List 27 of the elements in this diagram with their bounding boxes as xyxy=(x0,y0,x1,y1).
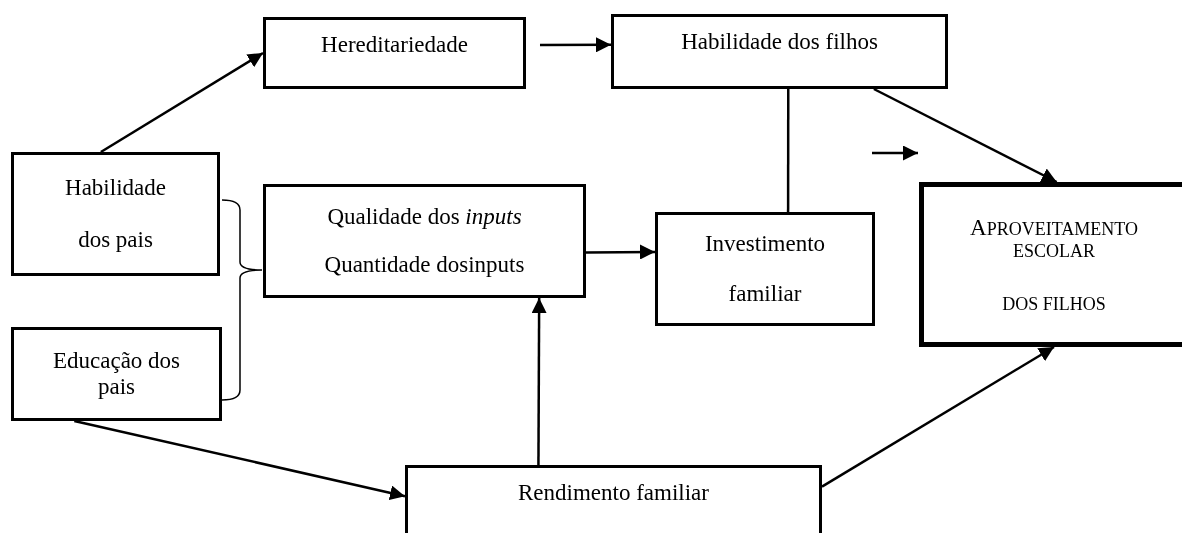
arrow xyxy=(540,37,611,53)
process-box xyxy=(263,184,586,298)
arrow xyxy=(100,51,264,154)
process-box xyxy=(11,152,220,276)
box-text: Hereditariedade xyxy=(321,32,468,59)
arrow xyxy=(74,419,406,501)
box-text: Investimento xyxy=(704,230,826,257)
box-text: Rendimento familiar xyxy=(518,480,709,507)
box-text: Habilidade dos filhos xyxy=(681,29,878,56)
box-text: DOS FILHOS xyxy=(1002,293,1106,315)
arrow xyxy=(531,298,547,465)
arrow xyxy=(586,244,655,260)
box-text: Qualidade dos inputs xyxy=(327,203,522,230)
process-box xyxy=(11,327,222,421)
process-box xyxy=(655,212,875,326)
arrow xyxy=(821,345,1055,488)
box-text: dos pais xyxy=(78,227,153,254)
box-text: Quantidade dosinputs xyxy=(324,252,525,279)
process-box xyxy=(263,17,526,89)
box-text: Educação dos pais xyxy=(51,347,182,401)
arrow xyxy=(873,87,1058,184)
box-text: Habilidade xyxy=(65,174,166,201)
box-text: APROVEITAMENTO ESCOLAR xyxy=(969,214,1139,262)
process-box xyxy=(405,465,822,533)
box-text: familiar xyxy=(728,281,802,308)
process-box xyxy=(611,14,948,89)
process-box xyxy=(919,182,1182,347)
